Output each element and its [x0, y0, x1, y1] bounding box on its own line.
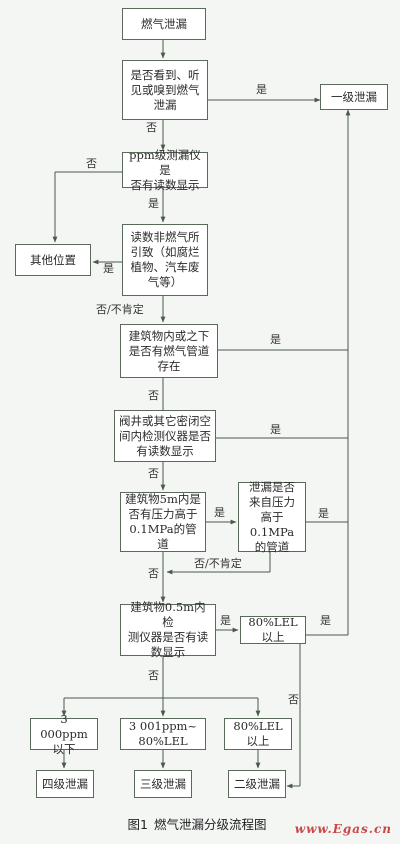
label-ppm-no: 否	[86, 157, 97, 170]
figure-title: 燃气泄漏分级流程图	[153, 817, 267, 832]
label-05m-yes: 是	[220, 614, 231, 627]
label-valve-no: 否	[148, 467, 159, 480]
label-sense-no: 否	[146, 121, 157, 134]
node-level3: 三级泄漏	[134, 770, 192, 798]
site-watermark: www.Egas.cn	[294, 822, 392, 836]
label-05m-no: 否	[148, 669, 159, 682]
node-level4: 四级泄漏	[36, 770, 94, 798]
figure-caption: 图1 燃气泄漏分级流程图	[0, 814, 400, 833]
label-leaksrc-nounsure: 否/不肯定	[194, 557, 242, 570]
figure-number: 图1	[127, 817, 148, 832]
label-nongas-nounsure: 否/不肯定	[96, 303, 144, 316]
node-other: 其他位置	[15, 244, 91, 276]
node-pipe: 建筑物内或之下 是否有燃气管道 存在	[120, 324, 218, 378]
node-press5m: 建筑物5m内是 否有压力高于 0.1MPa的管道	[120, 492, 206, 552]
node-detect05: 建筑物0.5m内检 测仪器是否有读 数显示	[120, 600, 216, 659]
node-leaksrc: 泄漏是否 来自压力 高于0.1MPa 的管道	[238, 480, 306, 554]
node-level2: 二级泄漏	[228, 770, 286, 798]
label-5m-no: 否	[148, 567, 159, 580]
node-sense: 是否看到、听 见或嗅到燃气 泄漏	[122, 60, 208, 120]
node-ppm: ppm级测漏仪是 否有读数显示	[122, 148, 208, 192]
label-sense-yes: 是	[256, 83, 267, 96]
node-valve: 阀井或其它密闭空 间内检测仪器是否 有读数显示	[114, 410, 216, 462]
label-pipe-yes: 是	[270, 333, 281, 346]
node-b3000: 3 000ppm 以下	[30, 712, 98, 756]
node-lel80a: 80%LEL 以上	[240, 615, 306, 644]
label-valve-yes: 是	[270, 423, 281, 436]
node-level1: 一级泄漏	[320, 84, 388, 110]
label-pipe-no: 否	[148, 389, 159, 402]
label-nongas-yes: 是	[103, 262, 114, 275]
node-b80: 80%LEL 以上	[224, 718, 292, 750]
label-5m-yes: 是	[214, 506, 225, 519]
node-nongas: 读数非燃气所 引致（如腐烂 植物、汽车废 气等）	[122, 224, 208, 296]
node-b3001: 3 001ppm~ 80%LEL	[120, 718, 206, 750]
node-start: 燃气泄漏	[122, 8, 206, 40]
label-leaksrc-yes: 是	[318, 507, 329, 520]
label-lel-yes: 是	[320, 614, 331, 627]
label-lel-no: 否	[288, 693, 299, 706]
label-ppm-yes: 是	[148, 197, 159, 210]
